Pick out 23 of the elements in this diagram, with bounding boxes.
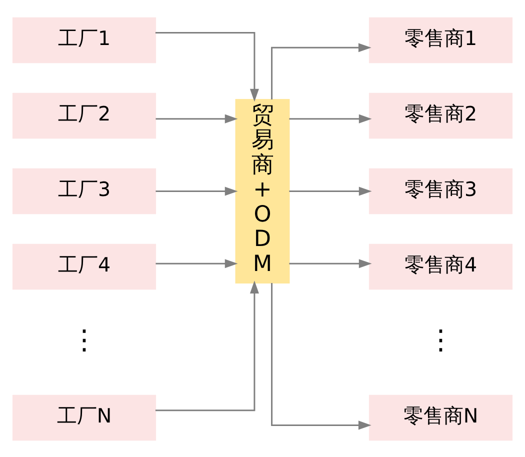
arrow [289, 114, 372, 123]
arrow [289, 258, 372, 268]
label: ⋮ [70, 324, 98, 356]
node-box: 零售商3 [368, 168, 513, 214]
node-box: 工厂4 [12, 243, 156, 290]
arrow [155, 280, 259, 411]
node-box: 工厂N [12, 394, 156, 440]
node-box: 零售商1 [368, 16, 513, 63]
node-box: 贸易商+ODM [235, 98, 290, 283]
node-box: 零售商N [368, 394, 513, 440]
arrow [271, 42, 372, 99]
node-box: 零售商4 [368, 243, 513, 290]
label: ⋮ [427, 324, 454, 356]
arrow [289, 186, 372, 196]
node-box: 工厂3 [12, 168, 156, 214]
node-box: 工厂1 [12, 16, 156, 63]
arrow [156, 186, 238, 196]
node-box: 零售商2 [368, 92, 513, 138]
arrow [155, 32, 259, 102]
arrow [156, 114, 238, 123]
arrow [156, 258, 238, 268]
node-box: 工厂2 [12, 92, 156, 138]
arrow [271, 282, 372, 430]
